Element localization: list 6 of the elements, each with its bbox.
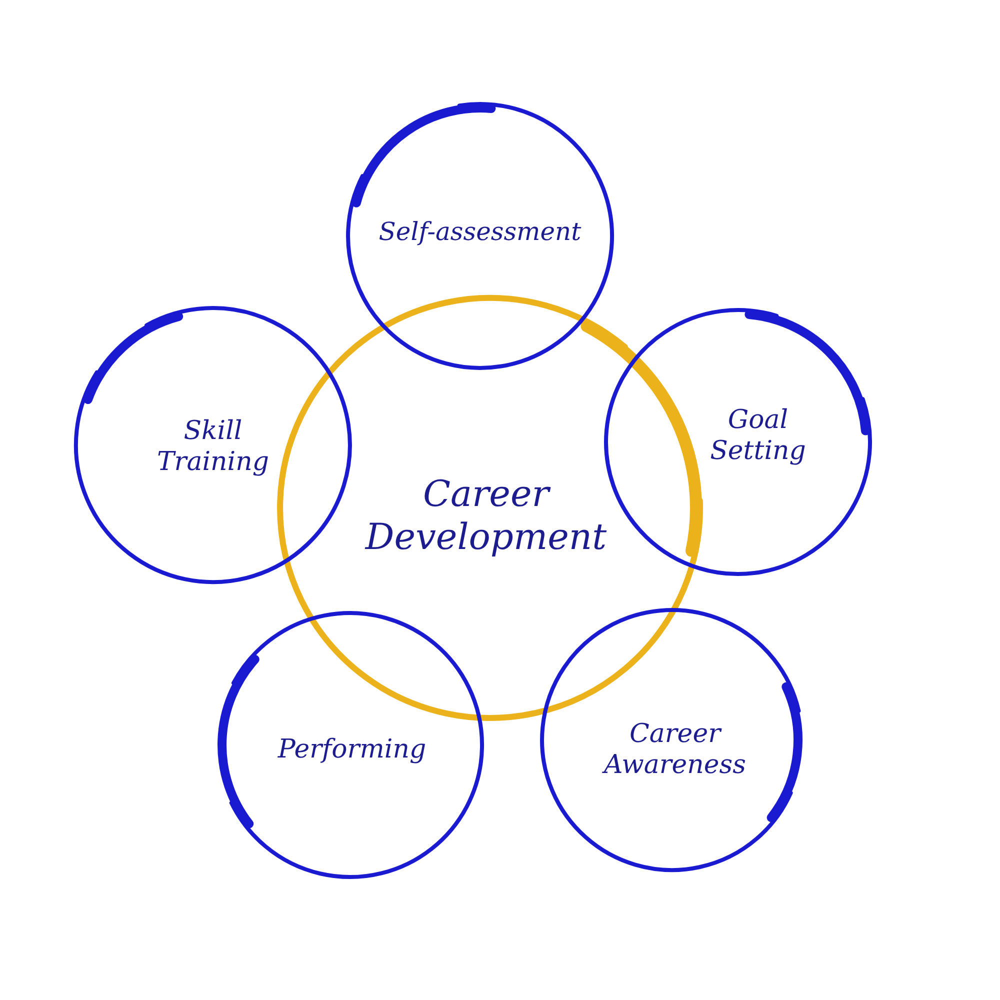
node-label: Self-assessment	[378, 217, 582, 247]
node-label: Career Awareness	[601, 718, 747, 782]
node-label: Performing	[278, 734, 426, 766]
node-label: Goal Setting	[709, 404, 807, 468]
node-label: Career Development	[364, 472, 608, 560]
node-label: Skill Training	[156, 416, 270, 478]
